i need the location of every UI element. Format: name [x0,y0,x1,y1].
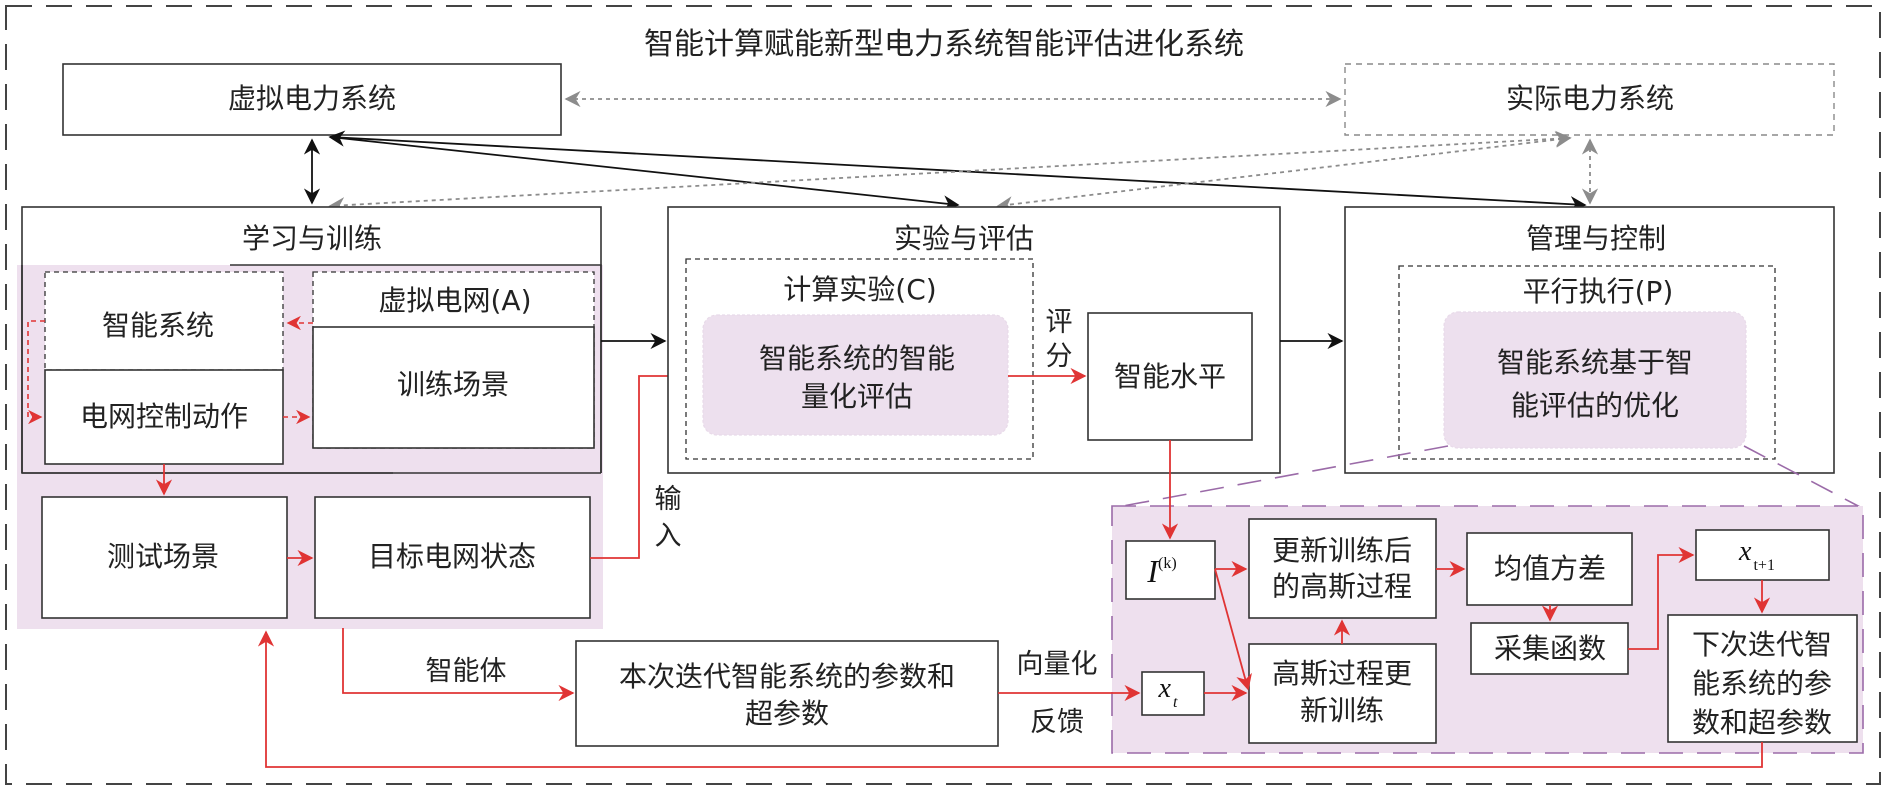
updated-gp-line2: 的高斯过程 [1272,570,1412,603]
ik-base: I [1146,553,1159,589]
intelligence-level-box [1087,312,1253,441]
virtual-power-system-box [62,63,562,136]
x-next-sub: t+1 [1753,557,1774,574]
diagram-title: 智能计算赋能新型电力系统智能评估进化系统 [644,27,1244,62]
x-next-base: x [1738,536,1752,567]
optimization-line1: 智能系统基于智 [1497,346,1693,379]
virtual-management-link [329,136,1587,213]
training-scenario-box [312,326,595,449]
feedback-loop-arrow [257,630,1763,768]
acquisition-function-box [1470,622,1629,675]
learning-training-title: 学习与训练 [242,222,382,255]
xt-box [1141,671,1205,716]
ik-label: I(k) [1146,553,1176,589]
intelligence-level-label: 智能水平 [1114,360,1226,393]
mean-variance-box [1466,532,1633,606]
current-params-line2: 超参数 [745,697,829,730]
next-params-line1: 下次迭代智 [1692,628,1832,661]
updated-gp-line1: 更新训练后 [1272,534,1412,567]
acquisition-function-label: 采集函数 [1494,632,1606,665]
current-params-line1: 本次迭代智能系统的参数和 [619,660,955,693]
zoom-line-right [1743,445,1863,509]
quantified-evaluation-box [702,314,1009,436]
next-params-box [1667,614,1858,743]
target-grid-state-label: 目标电网状态 [368,540,536,573]
test-scenario-label: 测试场景 [107,540,219,573]
actual-learning-link [328,130,1572,214]
system-to-action-arrow [27,320,45,425]
actual-power-system-box [1344,63,1835,136]
optimization-box [1443,311,1747,449]
gp-optimization-region-border [1111,505,1864,754]
xt-base: x [1158,673,1172,704]
ik-sup: (k) [1158,555,1177,572]
input-label-1: 输 [655,484,682,515]
training-scenario-label: 训练场景 [397,368,509,401]
outer-frame [5,5,1881,785]
acquisition-to-x-next-arrow [1628,546,1695,650]
quantified-evaluation-line2: 量化评估 [801,380,913,413]
target-grid-state-box [314,496,591,619]
target-to-params-arrow [342,628,575,702]
vectorize-label: 向量化 [1017,649,1098,680]
gp-update-training-box [1248,643,1437,744]
next-params-line2: 能系统的参 [1692,667,1832,700]
input-label-2: 入 [655,521,682,552]
feedback-label: 反馈 [1030,707,1084,738]
score-label-1: 评 [1046,307,1073,338]
parallel-execution-label: 平行执行(P) [1523,275,1674,308]
virtual-experiment-link [328,130,960,212]
gp-update-line1: 高斯过程更 [1272,657,1412,690]
score-label-2: 分 [1046,341,1073,372]
x-next-box [1695,529,1830,581]
current-params-box [575,640,999,747]
optimization-line2: 能评估的优化 [1511,389,1679,422]
ik-to-gp-update-arrow [1214,568,1252,691]
actual-experiment-link [996,131,1572,213]
quantified-evaluation-line1: 智能系统的智能 [759,342,955,375]
computational-experiment-label: 计算实验(C) [783,273,936,306]
experiment-evaluation-title: 实验与评估 [894,222,1034,255]
intelligent-system-label: 智能系统 [102,309,214,342]
virtual-power-system-label: 虚拟电力系统 [228,82,396,115]
virtual-grid-label: 虚拟电网(A) [378,284,531,317]
grid-control-action-label: 电网控制动作 [80,400,248,433]
zoom-line-left [1111,445,1449,509]
next-params-line3: 数和超参数 [1692,706,1832,739]
actual-power-system-label: 实际电力系统 [1506,82,1674,115]
gp-update-line2: 新训练 [1300,694,1384,727]
management-control-title: 管理与控制 [1526,222,1666,255]
mean-variance-label: 均值方差 [1494,552,1606,585]
xt-sub: t [1173,694,1178,711]
ik-box [1125,540,1216,600]
agent-label: 智能体 [426,656,507,687]
